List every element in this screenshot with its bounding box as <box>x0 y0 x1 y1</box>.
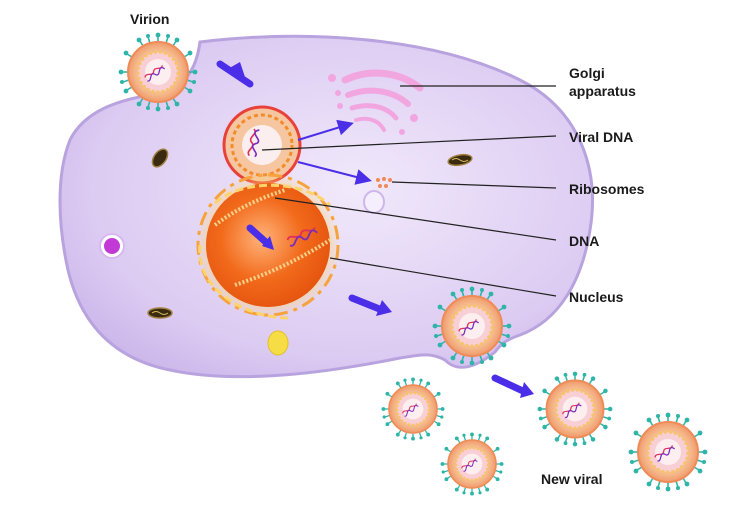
virion-icon <box>538 372 613 447</box>
mitochondrion-icon <box>151 148 169 168</box>
mitochondrion-icon <box>147 307 173 319</box>
viral-dna-vesicle <box>222 105 302 185</box>
golgi-apparatus <box>328 69 424 135</box>
lysosome-icon <box>99 233 125 259</box>
label-golgi-line1: Golgi <box>569 65 605 81</box>
nucleus <box>196 173 340 320</box>
mitochondrion-icon <box>447 153 473 167</box>
label-new-viral: New viral <box>541 471 602 487</box>
vesicle-icon <box>267 330 289 356</box>
host-dna-strand <box>213 188 286 227</box>
ribosomes <box>376 177 392 188</box>
arrow-icon <box>216 60 534 398</box>
label-golgi-line2: apparatus <box>569 83 636 99</box>
vesicle-icon <box>363 190 385 214</box>
label-dna: DNA <box>569 233 599 249</box>
label-virion: Virion <box>130 11 169 27</box>
virion-icon <box>440 432 503 495</box>
label-ribosomes: Ribosomes <box>569 181 645 197</box>
virion-icon <box>629 413 708 492</box>
label-nucleus: Nucleus <box>569 289 624 305</box>
leader-lines <box>261 85 557 297</box>
virion-icon <box>381 377 444 440</box>
label-viral-dna: Viral DNA <box>569 129 633 145</box>
